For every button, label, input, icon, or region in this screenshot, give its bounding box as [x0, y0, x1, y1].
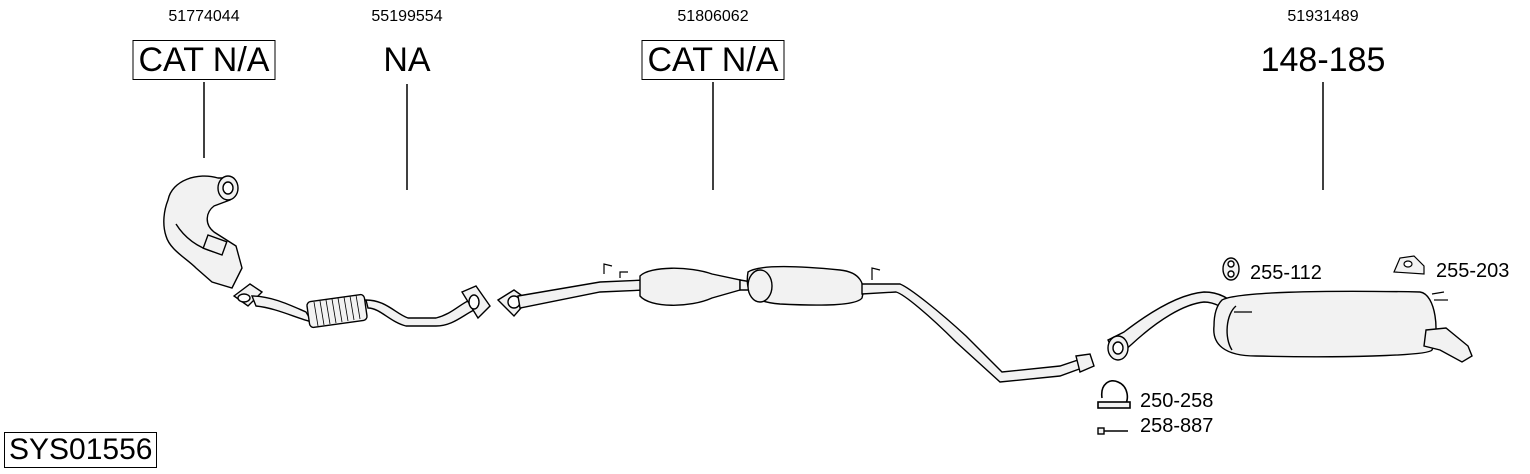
accessory-2-code: 255-203	[1436, 260, 1510, 282]
catalytic-manifold	[163, 175, 243, 289]
accessory-4-code: 258-887	[1140, 415, 1214, 437]
rear-silencer	[1107, 290, 1473, 363]
accessory-1-code: 255-112	[1250, 262, 1322, 284]
pipe-clamp-icon	[1097, 380, 1131, 409]
part-3-oe-number: 51806062	[677, 8, 749, 25]
part-4-oe-number: 51931489	[1287, 8, 1359, 25]
part-3-label: CAT N/A	[641, 40, 785, 80]
part-2-label: NA	[383, 41, 431, 79]
part-2-oe-number: 55199554	[371, 8, 443, 25]
center-silencer-assembly	[496, 263, 1095, 383]
leader-lines	[203, 82, 1324, 190]
part-4-label: 148-185	[1260, 41, 1386, 79]
accessory-3-code: 250-258	[1140, 390, 1214, 412]
bolt-icon	[1097, 427, 1128, 435]
system-code: SYS01556	[4, 432, 158, 468]
part-1-label: CAT N/A	[132, 40, 276, 80]
rubber-hanger-icon	[1222, 257, 1240, 281]
mounting-bracket-icon	[1393, 255, 1425, 275]
part-1-oe-number: 51774044	[168, 8, 240, 25]
front-pipe	[232, 283, 491, 329]
